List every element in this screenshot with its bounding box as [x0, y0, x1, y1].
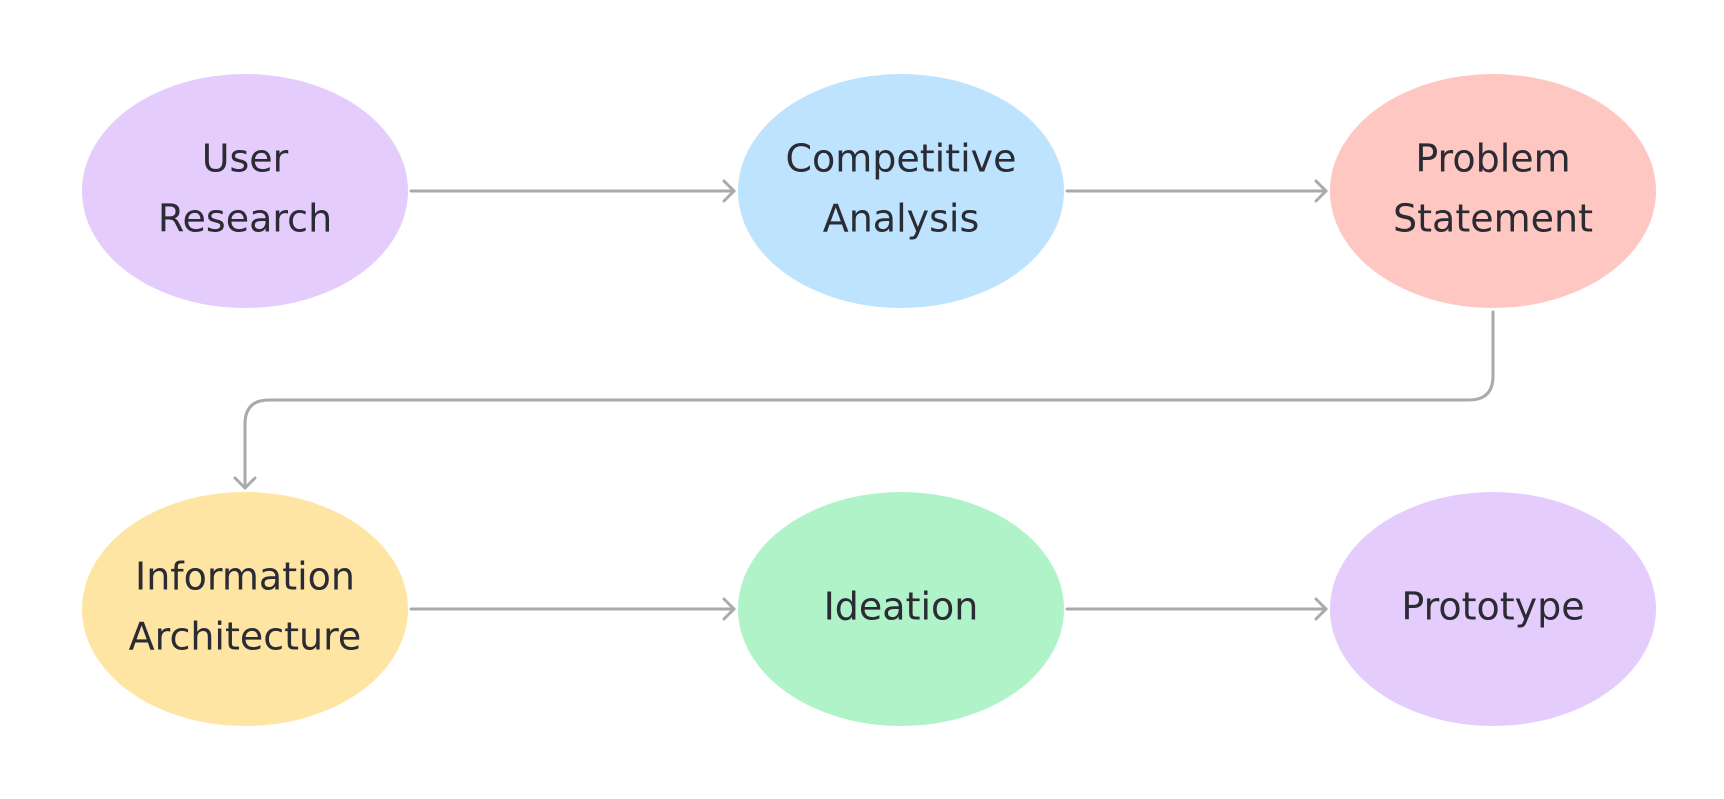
node-label: Competitive — [785, 137, 1016, 181]
node-shape — [1330, 74, 1656, 308]
connector-line — [243, 310, 1495, 490]
connectors-layer — [233, 179, 1495, 621]
connector-information-architecture-to-ideation — [409, 597, 736, 621]
node-shape — [82, 74, 408, 308]
connector-problem-statement-to-information-architecture — [233, 310, 1495, 490]
node-label: Architecture — [129, 615, 362, 659]
node-prototype: Prototype — [1330, 492, 1656, 726]
arrowhead-icon — [1314, 597, 1328, 621]
node-label: Analysis — [823, 197, 980, 241]
node-shape — [82, 492, 408, 726]
node-label: Ideation — [824, 585, 979, 629]
node-label: User — [202, 137, 289, 181]
node-ideation: Ideation — [738, 492, 1064, 726]
arrowhead-icon — [722, 179, 736, 203]
connector-ideation-to-prototype — [1065, 597, 1328, 621]
node-label: Information — [135, 555, 355, 599]
arrowhead-icon — [233, 476, 257, 490]
node-label: Problem — [1415, 137, 1570, 181]
connector-user-research-to-competitive-analysis — [409, 179, 736, 203]
node-label: Statement — [1393, 197, 1593, 241]
connector-competitive-analysis-to-problem-statement — [1065, 179, 1328, 203]
node-shape — [738, 74, 1064, 308]
node-label: Research — [158, 197, 332, 241]
node-shape — [738, 492, 1064, 726]
arrowhead-icon — [722, 597, 736, 621]
arrowhead-icon — [1314, 179, 1328, 203]
node-shape — [1330, 492, 1656, 726]
node-label: Prototype — [1401, 585, 1584, 629]
